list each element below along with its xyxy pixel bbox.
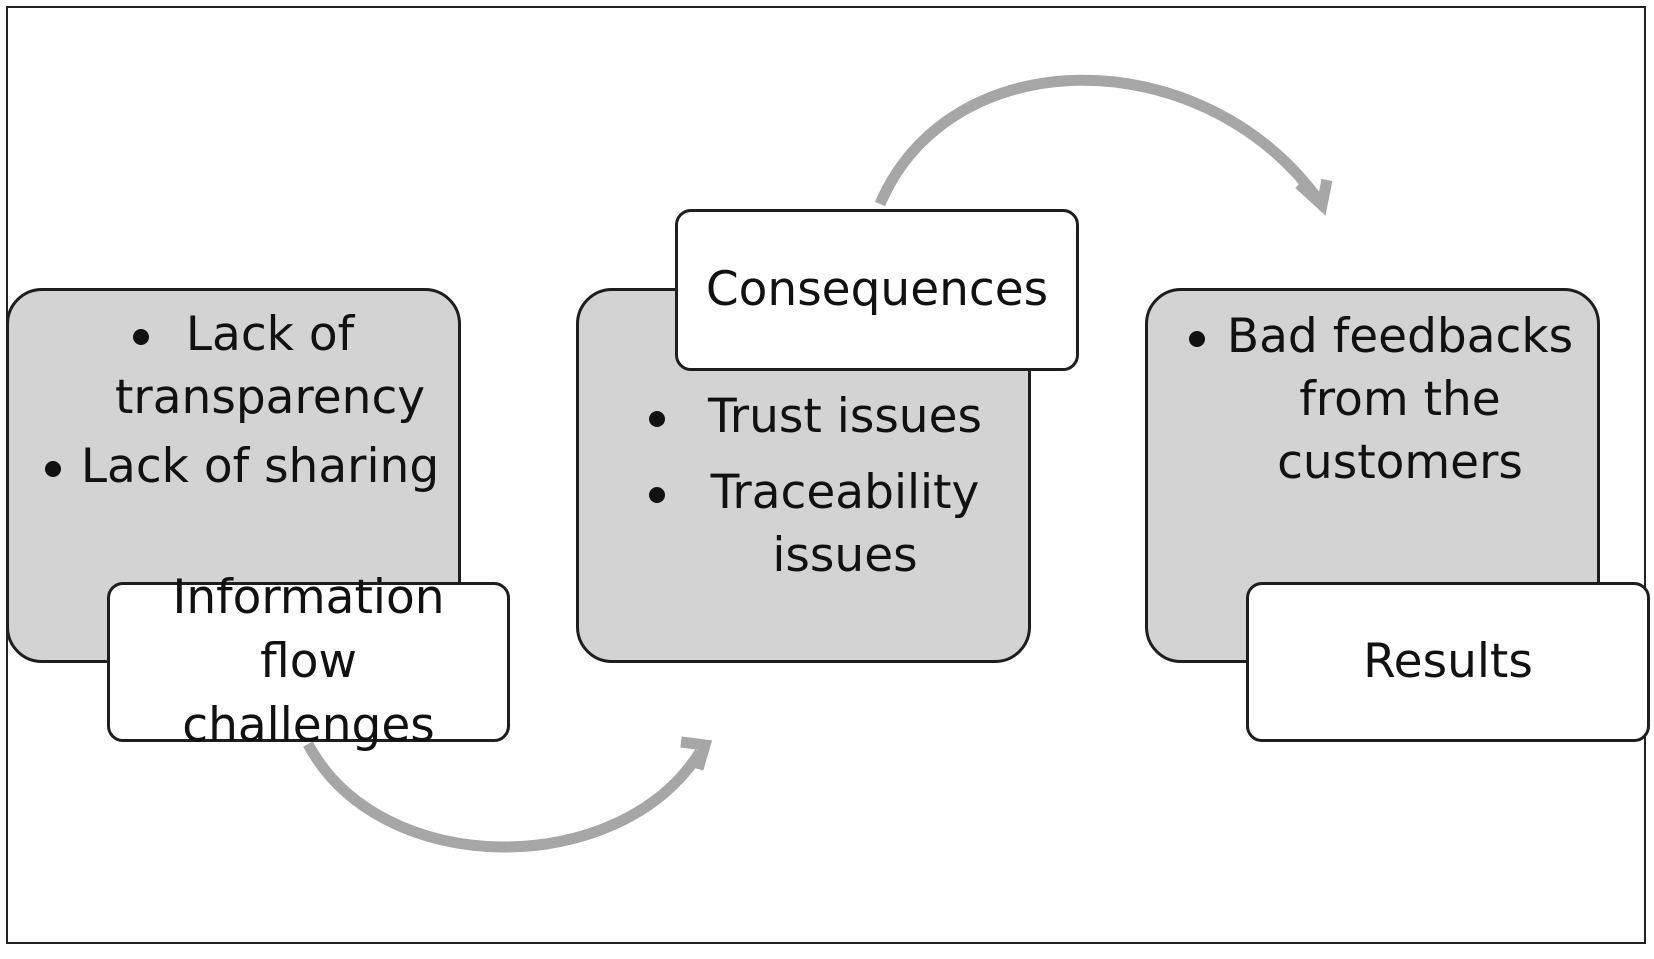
bullet-item: Traceability issues [640,461,1010,587]
stage-label-text: Results [1363,634,1533,689]
stage-items-information-flow: Lack of transparency Lack of sharing [40,303,440,498]
bullet-text: Lack of transparency [115,307,426,425]
bullet-icon [133,329,149,345]
stage-label-results: Results [1246,582,1650,742]
bullet-item: Bad feedbacks from the customers [1180,305,1580,494]
arrow-stage1-to-stage2-head [680,736,713,771]
bullet-text: Trust issues [708,389,982,444]
bullet-text: Traceability issues [710,465,980,583]
arrow-stage2-to-stage3-head [1295,178,1333,216]
arrow-stage2-to-stage3 [874,74,1322,207]
stage-items-results: Bad feedbacks from the customers [1180,305,1580,494]
arrow-stage1-to-stage2 [303,741,705,853]
stage-items-consequences: Trust issues Traceability issues [640,385,1010,587]
bullet-text: Bad feedbacks from the customers [1226,309,1574,490]
bullet-icon [45,461,61,477]
bullet-text: Lack of sharing [80,439,440,494]
bullet-item: Lack of transparency [40,303,440,429]
stage-label-consequences: Consequences [675,209,1079,371]
bullet-item: Trust issues [640,385,1010,448]
stage-label-information-flow: Information flow challenges [107,570,510,753]
stage-label-text: Consequences [705,262,1049,317]
bullet-icon [649,487,665,503]
bullet-icon [1189,331,1205,347]
bullet-item: Lack of sharing [40,435,440,498]
bullet-icon [649,411,665,427]
stage-label-text: Information flow challenges [172,570,445,753]
